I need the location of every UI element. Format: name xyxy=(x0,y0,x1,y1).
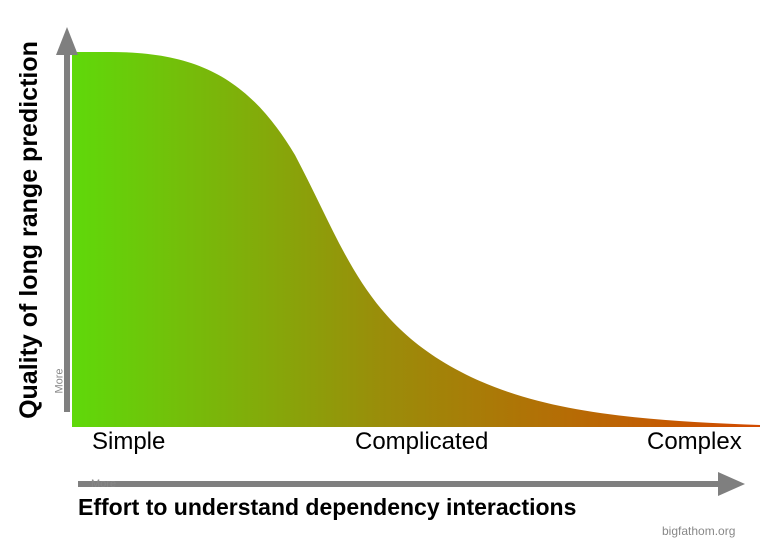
category-simple: Simple xyxy=(92,428,166,455)
y-axis-shaft xyxy=(64,52,70,412)
x-axis-arrowhead xyxy=(718,472,745,496)
credit-text: bigfathom.org xyxy=(662,524,736,538)
category-complex: Complex xyxy=(647,428,742,455)
x-axis-more-label: More xyxy=(91,478,117,490)
category-complicated: Complicated xyxy=(355,428,489,455)
x-axis-arrow xyxy=(78,472,745,496)
y-axis-arrow xyxy=(56,27,78,412)
x-axis-label: Effort to understand dependency interact… xyxy=(78,494,577,520)
y-axis-label: Quality of long range prediction xyxy=(15,41,43,419)
y-axis-more-label: More xyxy=(53,368,66,394)
prediction-curve-area xyxy=(72,52,760,427)
x-axis-shaft xyxy=(78,481,720,487)
y-axis-arrowhead xyxy=(56,27,78,55)
